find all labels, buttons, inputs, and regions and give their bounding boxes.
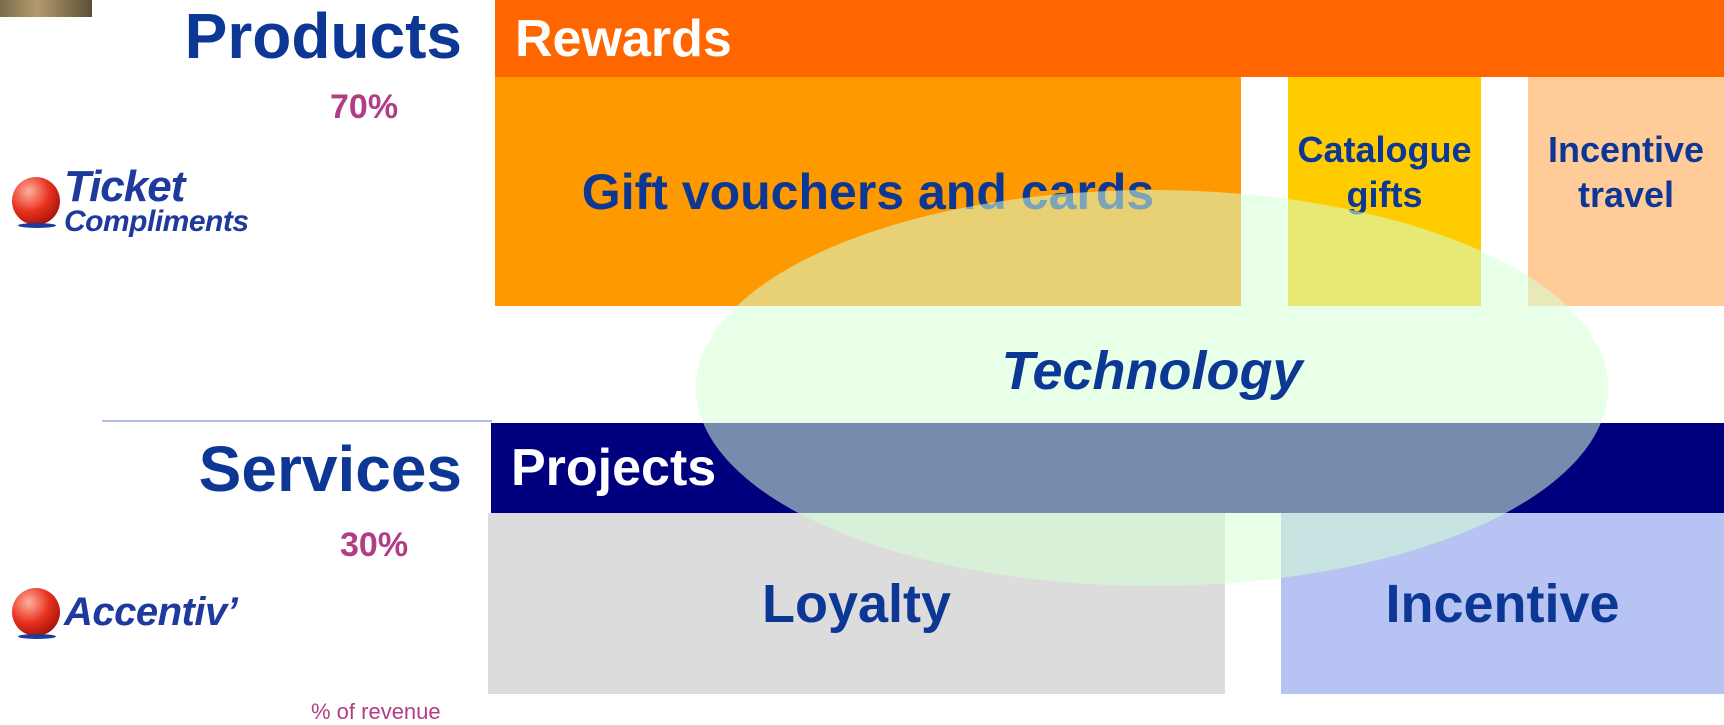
rewards-header: Rewards (495, 0, 1724, 77)
services-percent: 30% (340, 526, 409, 564)
ticket-compliments-logo: Ticket Compliments (12, 162, 249, 238)
products-title: Products (184, 0, 462, 72)
section-divider (102, 420, 492, 422)
services-title: Services (198, 433, 462, 505)
logo-line-compliments: Compliments (64, 204, 249, 238)
logo-accentiv: Accentiv’ (64, 590, 238, 634)
photo-fragment (0, 0, 92, 17)
technology-label: Technology (1001, 341, 1303, 401)
accentiv-logo: Accentiv’ (12, 588, 238, 639)
products-percent: 70% (330, 88, 399, 126)
logo-ball-icon (12, 177, 60, 229)
logo-ball-icon (12, 588, 60, 639)
revenue-footnote: % of revenue (311, 699, 441, 724)
technology-ellipse (696, 190, 1608, 586)
logo-line-ticket: Ticket (64, 162, 185, 211)
